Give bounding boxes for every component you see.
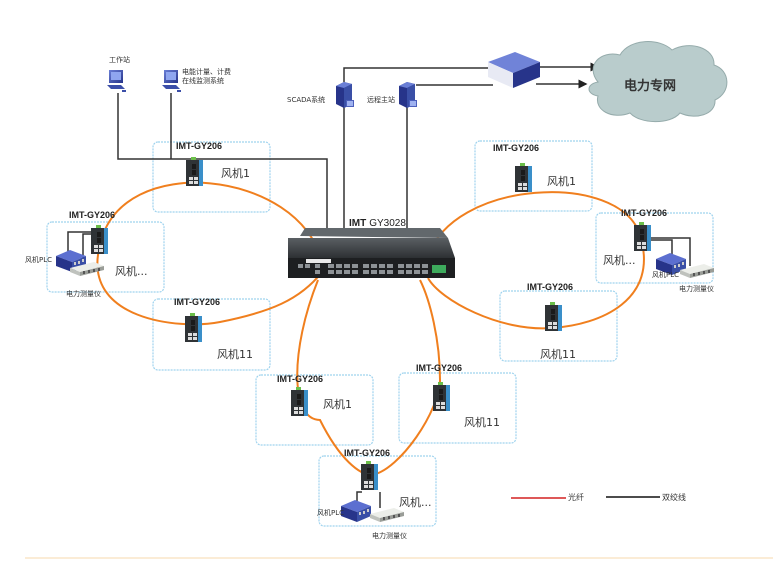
node-name: 风机1 xyxy=(323,398,352,411)
remote-station-label: 远程主站 xyxy=(367,96,395,104)
node-name: 风机1 xyxy=(221,167,250,180)
node-frame xyxy=(152,141,271,213)
fiber-ring-right xyxy=(427,191,645,330)
core-switch-model-suffix: GY3028 xyxy=(369,218,406,229)
footer-divider xyxy=(25,557,773,559)
power-meter-icon xyxy=(370,508,404,522)
node-frame xyxy=(318,455,437,527)
core-switch-icon xyxy=(288,228,455,278)
remote-server-icon xyxy=(399,82,417,108)
legend-twisted-label: 双绞线 xyxy=(662,493,686,502)
energy-system-label-1: 电能计量、计费 xyxy=(182,68,231,76)
node-switch-icon xyxy=(186,157,203,186)
node-name: 风机... xyxy=(399,496,432,509)
node-switch-icon xyxy=(545,302,562,331)
meter-label: 电力测量仪 xyxy=(372,532,407,540)
link-plc xyxy=(67,231,100,258)
node-switch-icon xyxy=(291,387,308,416)
node-model: IMT-GY206 xyxy=(176,141,223,151)
link-meter xyxy=(650,237,691,266)
node-name: 风机1 xyxy=(547,175,576,188)
node-frame xyxy=(152,298,271,371)
node-name: 风机11 xyxy=(217,348,253,361)
node-name: 风机... xyxy=(115,265,148,278)
legend-fiber-label: 光纤 xyxy=(568,493,584,502)
node-switch-icon xyxy=(361,461,378,490)
meter-label: 电力测量仪 xyxy=(679,285,714,293)
node-switch-icon xyxy=(185,313,202,342)
node-frame xyxy=(474,140,593,212)
scada-server-icon xyxy=(336,82,354,108)
node-switch-icon xyxy=(91,225,108,254)
node-switch-icon xyxy=(433,382,450,411)
node-switch-icon xyxy=(634,222,651,251)
node-model: IMT-GY206 xyxy=(493,143,540,153)
fiber-ring-left xyxy=(96,181,323,326)
plc-label: 风机PLC xyxy=(317,509,345,517)
plc-icon xyxy=(341,500,371,522)
node-name: 风机11 xyxy=(540,348,576,361)
plc-label: 风机PLC xyxy=(25,256,53,264)
cloud-label: 电力专网 xyxy=(624,79,677,94)
node-name: 风机... xyxy=(603,254,636,267)
link-workstation xyxy=(117,93,328,230)
router-icon xyxy=(488,52,540,88)
meter-label: 电力测量仪 xyxy=(66,290,101,298)
node-model: IMT-GY206 xyxy=(527,282,574,292)
node-model: IMT-GY206 xyxy=(344,448,391,458)
node-frame xyxy=(499,290,618,362)
workstation-icon xyxy=(107,70,126,92)
node-frame xyxy=(255,374,374,446)
node-model: IMT-GY206 xyxy=(69,210,116,220)
workstation-label: 工作站 xyxy=(109,56,130,64)
node-model: IMT-GY206 xyxy=(621,208,668,218)
core-switch-model-prefix: IMT xyxy=(349,218,367,229)
node-name: 风机11 xyxy=(464,416,500,429)
energy-system-icon xyxy=(162,70,181,92)
node-model: IMT-GY206 xyxy=(277,374,324,384)
energy-system-label-2: 在线监测系统 xyxy=(182,77,224,85)
node-frame xyxy=(398,372,517,444)
node-model: IMT-GY206 xyxy=(174,297,221,307)
node-switch-icon xyxy=(515,163,532,192)
node-model: IMT-GY206 xyxy=(416,363,463,373)
scada-label: SCADA系统 xyxy=(287,96,326,104)
node-frame xyxy=(595,212,714,284)
plc-label: 风机PLC xyxy=(652,271,680,279)
link-scada-router xyxy=(343,67,493,82)
power-network-cloud xyxy=(588,41,728,123)
